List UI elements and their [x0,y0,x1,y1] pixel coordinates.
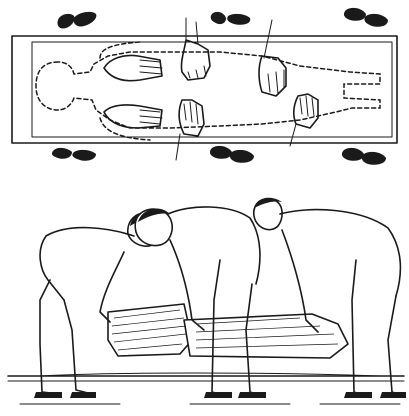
footprint-icon [230,150,254,163]
footprints-bottom-left [52,148,96,161]
stretcher-outline-inner [32,42,392,137]
footprint-icon [344,8,366,21]
hand-bottom-left [104,105,162,128]
hand-top-left [104,56,162,81]
hand-icon [104,56,162,81]
bearer-right-torso [280,210,400,296]
bearer-left-shoes [34,392,96,398]
bearer-right [254,198,406,398]
footprint-icon [74,12,97,27]
patient-body-outline [36,52,380,128]
footprint-icon [211,12,226,24]
footprints-top-left [57,12,96,29]
footprints-bottom-middle [210,146,254,163]
stretcher-plan-view [12,8,397,165]
footprint-icon [52,148,72,159]
footprint-icon [210,146,232,159]
footprints-top-middle [211,12,251,25]
hand-top-middle [181,18,210,80]
bearer-left-torso [40,228,134,300]
bearer-middle-shoes [204,392,266,398]
patient-on-stretcher [108,304,348,358]
footprints-top-right [344,8,388,27]
footprint-icon [57,14,74,29]
footprints-bottom-right [342,148,386,165]
hand-icon [259,56,286,96]
footprint-icon [364,14,388,27]
hand-bottom-right [290,94,318,146]
bearer-left-legs [40,280,92,396]
bearers-lifting-scene [8,198,406,404]
footprint-icon [362,152,386,165]
footprint-icon [342,148,364,161]
hand-top-right [259,20,286,96]
bearer-middle [135,207,266,398]
footprint-icon [72,150,96,161]
hand-bottom-middle [176,100,204,160]
hand-icon [104,105,162,128]
bearer-right-shoes [344,392,406,398]
footprint-icon [227,14,250,25]
